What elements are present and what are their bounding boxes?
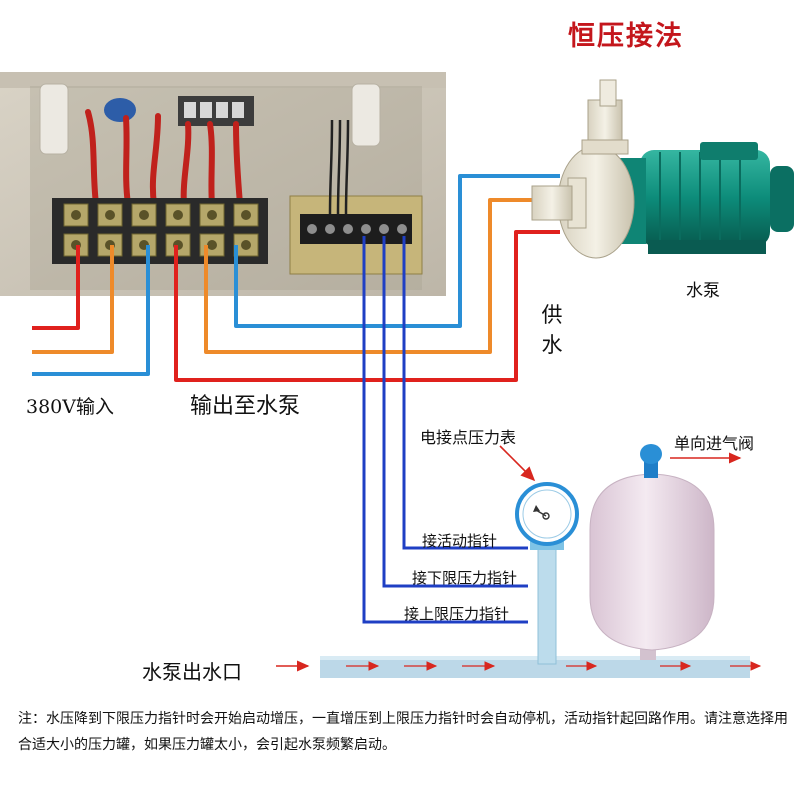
pin-upper-label: 接上限压力指针 bbox=[404, 605, 510, 623]
pin-lower-label: 接下限压力指针 bbox=[412, 569, 518, 587]
pressure-tank-icon bbox=[589, 473, 715, 660]
page-title: 恒压接法 bbox=[568, 21, 684, 52]
terminal-block-icon bbox=[52, 198, 268, 264]
pin-active-label: 接活动指针 bbox=[422, 532, 498, 550]
pressure-gauge-label: 电接点压力表 bbox=[420, 428, 517, 447]
output-to-pump-label: 输出至水泵 bbox=[190, 394, 301, 419]
footnote: 注：水压降到下限压力指针时会开始启动增压，一直增压到上限压力指针时会自动停机，活… bbox=[18, 711, 788, 753]
pump-outlet-label: 水泵出水口 bbox=[142, 660, 242, 684]
outlet-pipe bbox=[276, 656, 762, 678]
check-valve-icon bbox=[640, 444, 742, 478]
signal-wires bbox=[362, 236, 528, 624]
water-pump-label: 水泵 bbox=[686, 281, 720, 301]
water-supply-label: 供水 bbox=[541, 303, 563, 357]
water-pump-icon bbox=[531, 79, 794, 259]
controller-board bbox=[289, 119, 423, 275]
power-input-label: 380V输入 bbox=[26, 396, 114, 418]
check-valve-label: 单向进气阀 bbox=[674, 434, 755, 453]
pressure-gauge-icon bbox=[515, 482, 579, 665]
power-wires bbox=[32, 174, 560, 382]
electrical-box bbox=[0, 72, 446, 296]
